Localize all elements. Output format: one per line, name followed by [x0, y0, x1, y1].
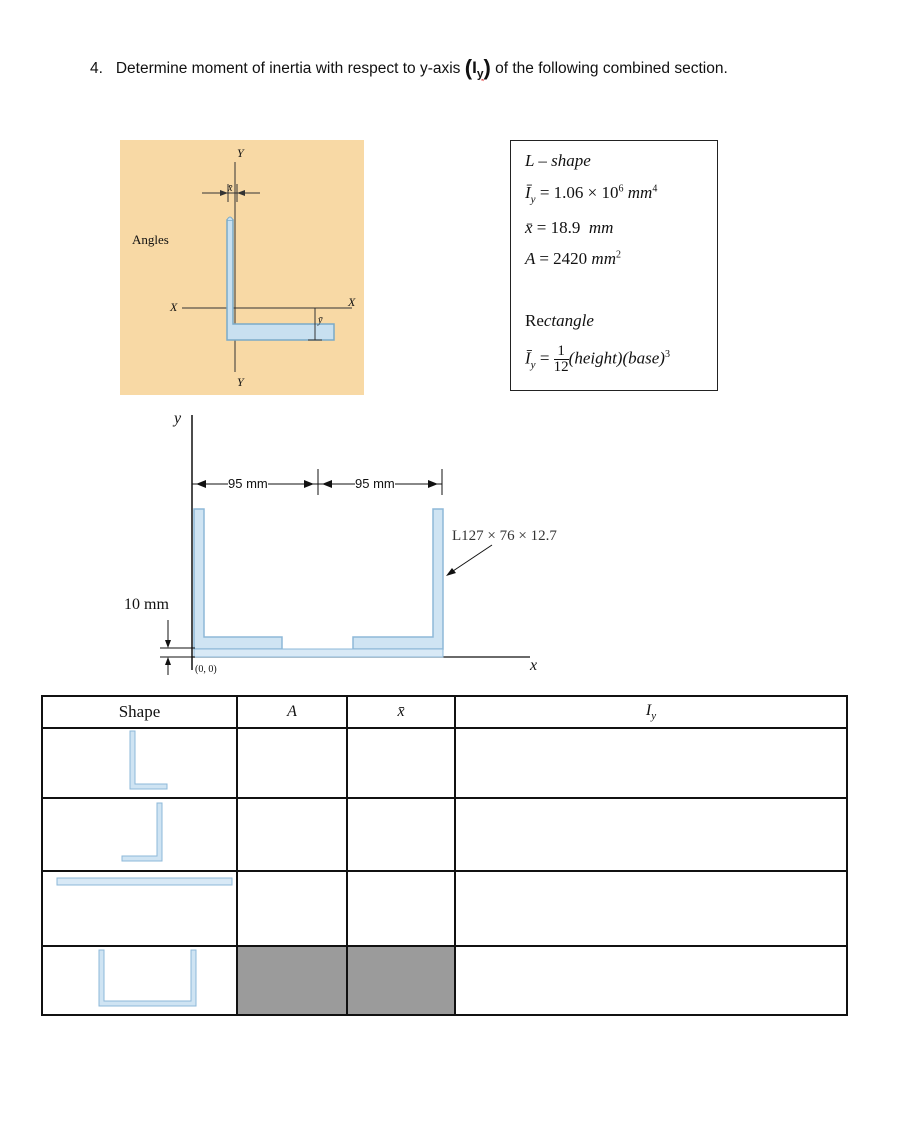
table-row: [41, 797, 848, 872]
y-axis-top-label: Y: [237, 146, 244, 160]
table-row: [41, 727, 848, 799]
table-row: [41, 870, 848, 947]
dim-left-label: 95 mm: [228, 476, 268, 491]
xbar-input-cell[interactable]: [346, 797, 456, 872]
origin-label: (0, 0): [195, 664, 217, 675]
left-angle-icon: [129, 730, 168, 790]
header-xbar: x̄: [346, 695, 456, 729]
iy-input-cell[interactable]: [454, 727, 848, 799]
y-axis-label: y: [174, 410, 182, 427]
iy-input-cell[interactable]: [454, 797, 848, 872]
question-number: 4.: [90, 60, 103, 77]
table-header-row: Shape A x̄ Iy: [41, 695, 848, 729]
area-shaded-cell: [236, 945, 348, 1016]
area-input-cell[interactable]: [236, 870, 348, 947]
xbar-shaded-cell: [346, 945, 456, 1016]
area-input-cell[interactable]: [236, 727, 348, 799]
x-axis-left-label: X: [170, 300, 178, 314]
dim-right-label: 95 mm: [355, 476, 395, 491]
xbar-input-cell[interactable]: [346, 727, 456, 799]
shape-cell-combined: [41, 945, 238, 1016]
right-angle-icon: [121, 802, 163, 862]
header-iy: Iy: [454, 695, 848, 729]
xbar-input-cell[interactable]: [346, 870, 456, 947]
l-shape-iy: Īy = 1.06 × 106 mm4: [525, 183, 658, 206]
rectangle-formula: Īy = 1 12 (height)(base)3: [525, 343, 670, 375]
area-input-cell[interactable]: [236, 797, 348, 872]
table-row: [41, 945, 848, 1016]
l-shape-xbar: x̄ = 18.9 mm: [525, 218, 614, 237]
iy-input-cell[interactable]: [454, 870, 848, 947]
angle-designation-label: L127 × 76 × 12.7: [452, 528, 557, 544]
question-body: Determine moment of inertia with respect…: [115, 60, 461, 77]
property-box: L – shape Īy = 1.06 × 106 mm4 x̄ = 18.9 …: [510, 140, 718, 391]
header-shape: Shape: [41, 695, 238, 729]
ybar-label: ȳ: [318, 315, 323, 326]
l-shape-area: A = 2420 mm2: [525, 249, 621, 268]
question-text: 4. Determine moment of inertia with resp…: [90, 55, 728, 81]
calculation-table: Shape A x̄ Iy: [41, 695, 848, 1016]
y-axis-bottom-label: Y: [237, 375, 244, 389]
angle-diagram: [182, 162, 352, 372]
shape-cell-right-angle: [41, 797, 238, 872]
plate-icon: [56, 877, 233, 886]
shape-cell-plate: [41, 870, 238, 947]
iy-total-input-cell[interactable]: [454, 945, 848, 1016]
x-axis-right-label: X: [348, 295, 356, 309]
rectangle-title: Rectangle: [525, 311, 594, 330]
angles-label: Angles: [132, 232, 169, 247]
l-shape-title: L – shape: [525, 151, 591, 170]
angles-figure: Angles Y Y X X x̄ ȳ: [120, 140, 364, 395]
xbar-label: x̄: [228, 183, 233, 194]
combined-section-diagram: [160, 415, 530, 675]
question-body-end: of the following combined section.: [495, 60, 728, 77]
thickness-label: 10 mm: [124, 596, 169, 613]
header-area: A: [236, 695, 348, 729]
right-angle-shape: [352, 508, 444, 650]
combined-section-icon: [98, 949, 197, 1007]
shape-cell-left-angle: [41, 727, 238, 799]
x-axis-label: x: [530, 657, 538, 674]
bottom-plate-shape: [193, 648, 444, 658]
left-angle-shape: [193, 508, 283, 650]
iy-symbol: Iy: [472, 58, 484, 81]
